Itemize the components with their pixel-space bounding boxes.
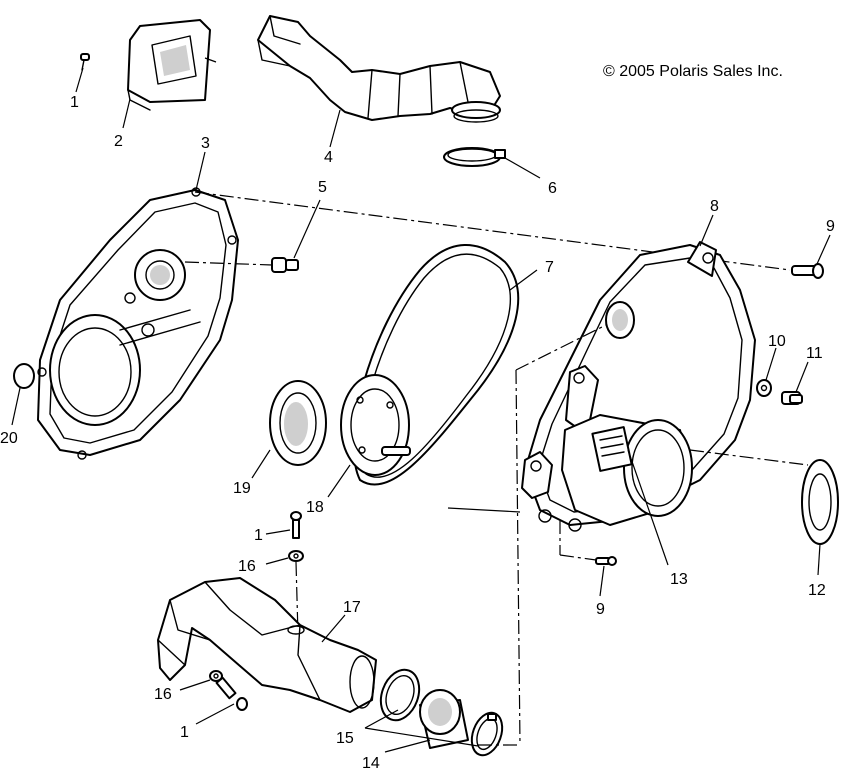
axis-line-5 (184, 261, 273, 266)
callout-10: 10 (768, 333, 786, 350)
leader-2b (204, 57, 217, 63)
callout-18: 18 (306, 499, 324, 516)
callout-17: 17 (343, 599, 361, 616)
part-1-bolt-upper (290, 511, 302, 539)
leader-15a (364, 709, 399, 729)
part-14-coupler (419, 689, 469, 749)
callout-9-top: 9 (826, 218, 835, 235)
callout-6: 6 (548, 180, 557, 197)
part-15-clamp-left (379, 668, 421, 722)
part-2-inlet-duct (127, 19, 211, 111)
leader-18 (327, 464, 351, 498)
callout-12: 12 (808, 582, 826, 599)
part-4-intake-hose (257, 15, 501, 123)
part-15-clamp-right (470, 711, 504, 757)
leader-10 (765, 347, 777, 381)
callout-16-lower: 16 (154, 686, 172, 703)
axis-line-vertical (515, 369, 521, 746)
part-16-washer-upper (288, 550, 304, 562)
part-5-bolt (271, 257, 299, 273)
callout-8: 8 (710, 198, 719, 215)
part-20-seal (13, 363, 35, 389)
callout-1-top: 1 (70, 94, 79, 111)
leader-3 (195, 151, 206, 191)
copyright-text: © 2005 Polaris Sales Inc. (603, 63, 783, 80)
part-10-washer (756, 379, 772, 397)
leader-15b (364, 727, 479, 747)
callout-19: 19 (233, 480, 251, 497)
part-9-screw-lower (595, 556, 617, 566)
leader-1a (75, 67, 84, 93)
leader-1b (265, 529, 291, 535)
part-1-bolt-lower (215, 676, 248, 711)
part-13-cover-drum (561, 414, 693, 526)
part-19-seal-ring (269, 380, 327, 466)
leader-16a (265, 557, 289, 565)
leader-7 (509, 269, 538, 291)
leader-8 (699, 214, 714, 247)
callout-2: 2 (114, 133, 123, 150)
callout-3: 3 (201, 135, 210, 152)
leader-4 (329, 109, 341, 148)
leader-11 (795, 361, 809, 393)
leader-19 (251, 449, 271, 479)
callout-1-lower: 1 (180, 724, 189, 741)
leader-1c (195, 703, 235, 725)
leader-2 (122, 98, 131, 129)
callout-14: 14 (362, 755, 380, 770)
leader-16b (179, 679, 211, 691)
leader-6 (504, 157, 541, 179)
part-6-hose-clamp (443, 147, 506, 167)
axis-line-diag (515, 324, 607, 371)
leader-9a (816, 234, 831, 265)
part-17-exhaust-duct (157, 577, 377, 713)
axis-line-9b (559, 554, 597, 561)
leader-17 (321, 614, 346, 643)
callout-15: 15 (336, 730, 354, 747)
leader-13 (627, 449, 669, 566)
part-11-plug (781, 391, 803, 405)
callout-11: 11 (806, 345, 823, 362)
callout-1-mid: 1 (254, 527, 263, 544)
callout-4: 4 (324, 149, 333, 166)
part-16-washer-lower (209, 670, 223, 682)
part-12-gasket (801, 459, 839, 545)
callout-13: 13 (670, 571, 688, 588)
callout-7: 7 (545, 259, 554, 276)
axis-line-12 (689, 449, 809, 466)
part-1-screw-top (80, 53, 90, 71)
callout-20: 20 (0, 430, 18, 447)
leader-20 (11, 387, 21, 426)
leader-14 (384, 739, 431, 753)
leader-9b (599, 565, 605, 597)
leader-5 (293, 199, 321, 259)
callout-16-upper: 16 (238, 558, 256, 575)
leader-12 (817, 543, 821, 576)
part-18-bearing-plate (340, 374, 411, 476)
part-9-screw-top (791, 263, 824, 279)
part-3-inner-cover (37, 187, 239, 460)
leader-cover (447, 507, 521, 513)
callout-9-lower: 9 (596, 601, 605, 618)
callout-5: 5 (318, 179, 327, 196)
